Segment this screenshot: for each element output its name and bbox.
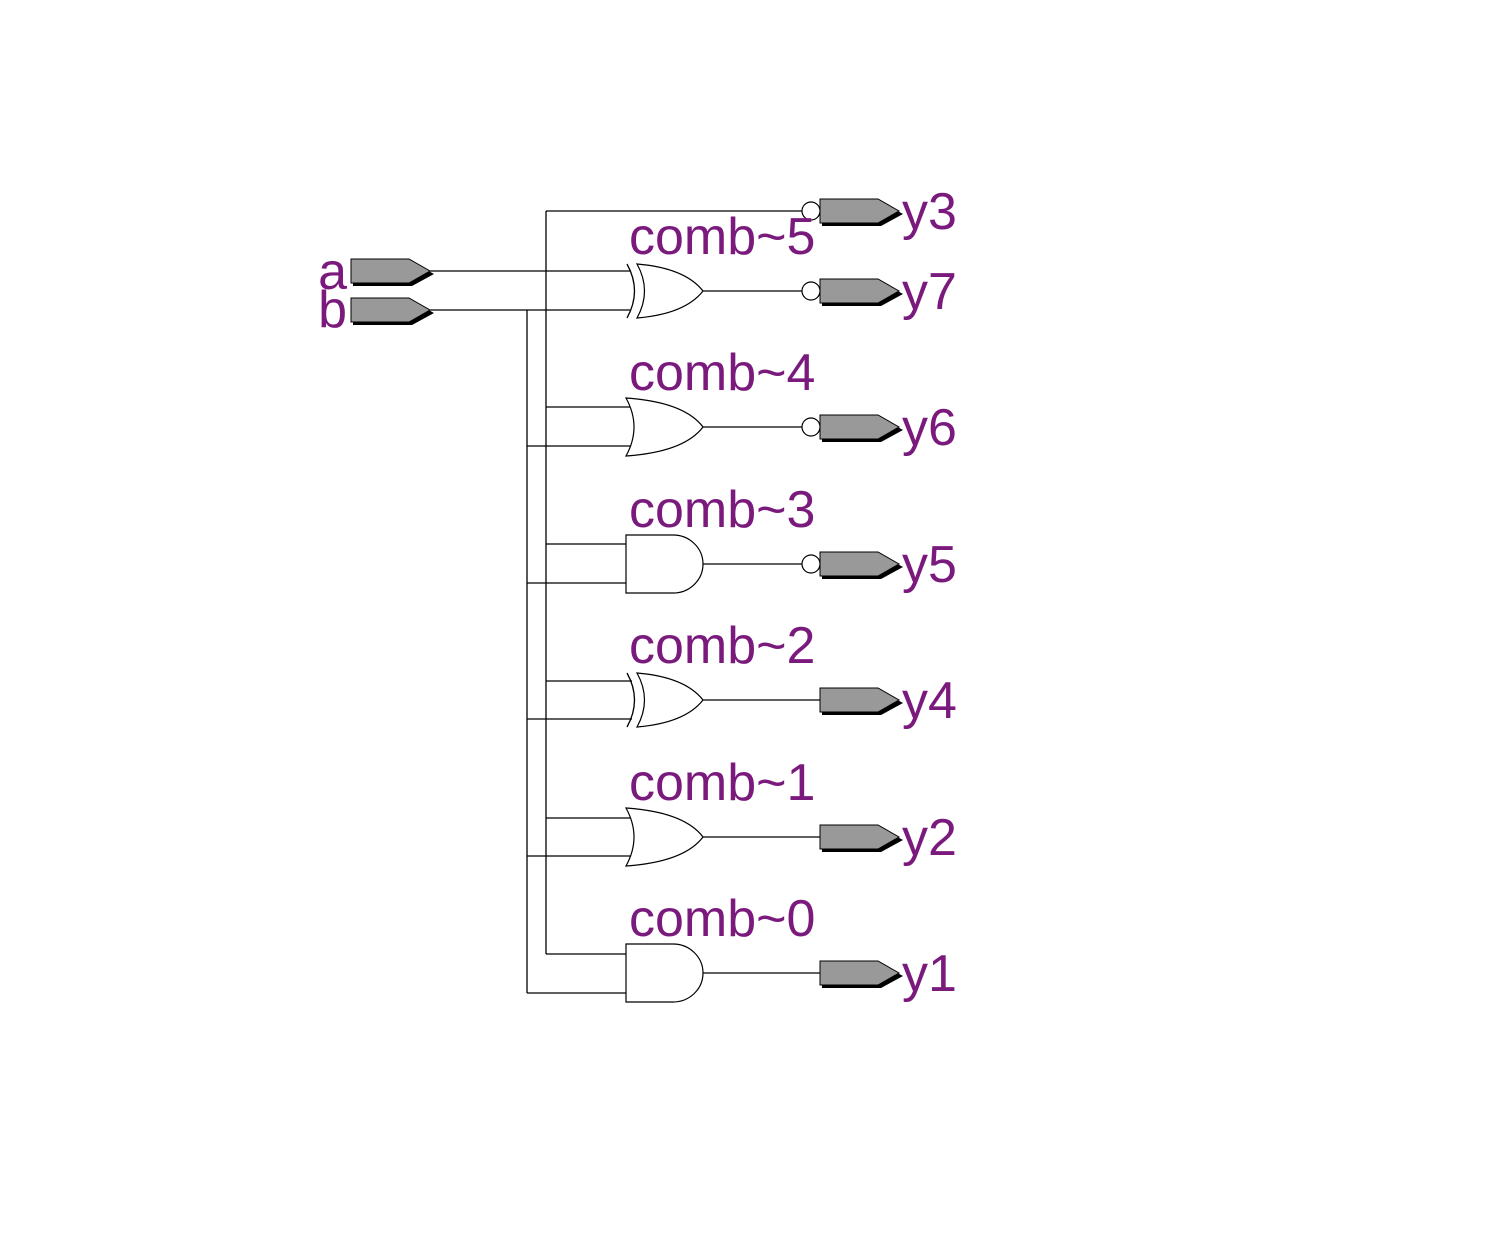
gate-label-comb3: comb~3 xyxy=(629,481,815,539)
output-port-y5 xyxy=(819,551,903,579)
bubble-y7 xyxy=(801,281,821,301)
input-port-b xyxy=(350,297,434,325)
gates xyxy=(624,263,704,1003)
output-port-y1 xyxy=(819,960,903,988)
output-label-y7: y7 xyxy=(902,263,957,321)
gate-label-comb5: comb~5 xyxy=(629,208,815,266)
gate-label-comb4: comb~4 xyxy=(629,344,815,402)
gate-label-comb0: comb~0 xyxy=(629,890,815,948)
xor-gate-comb5 xyxy=(626,263,704,319)
labels: a b comb~5 comb~4 comb~3 comb~2 comb~1 c… xyxy=(318,183,957,1003)
xor-gate-comb2 xyxy=(626,672,704,728)
output-label-y6: y6 xyxy=(902,399,957,457)
output-port-y4 xyxy=(819,687,903,715)
output-label-y4: y4 xyxy=(902,672,957,730)
output-label-y3: y3 xyxy=(902,183,957,241)
output-port-y2 xyxy=(819,824,903,852)
or-gate-comb1 xyxy=(624,807,704,867)
output-label-y2: y2 xyxy=(902,809,957,867)
output-port-y7 xyxy=(819,278,903,306)
gate-label-comb2: comb~2 xyxy=(629,617,815,675)
and-gate-comb0 xyxy=(625,943,704,1003)
bubble-y6 xyxy=(801,417,821,437)
input-port-a xyxy=(350,258,434,286)
wires xyxy=(430,210,822,994)
output-label-y5: y5 xyxy=(902,536,957,594)
output-port-y6 xyxy=(819,414,903,442)
input-label-a: a xyxy=(318,243,347,301)
output-port-y3 xyxy=(819,198,903,226)
bubble-y5 xyxy=(801,554,821,574)
and-gate-comb3 xyxy=(625,534,704,594)
or-gate-comb4 xyxy=(624,397,704,457)
output-label-y1: y1 xyxy=(902,945,957,1003)
inversion-bubbles xyxy=(801,201,821,574)
gate-label-comb1: comb~1 xyxy=(629,754,815,812)
input-label-b: b xyxy=(318,281,347,339)
